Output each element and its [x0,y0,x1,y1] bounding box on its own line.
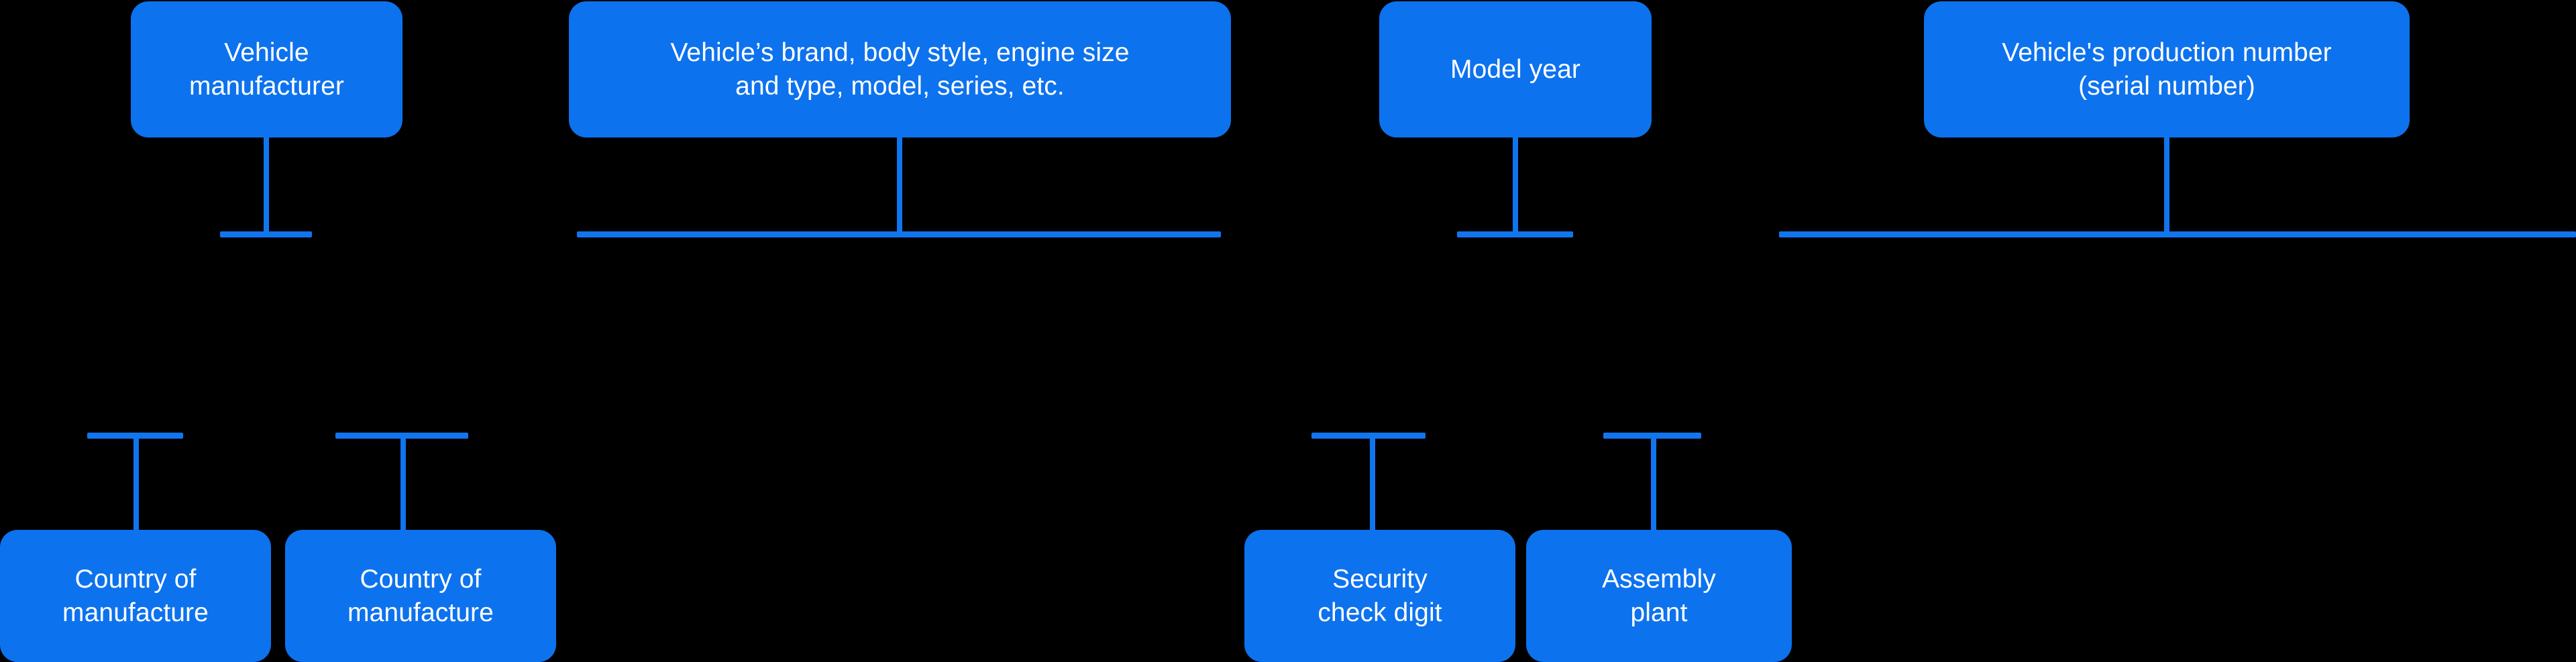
connector-stem-vehicle-attributes [897,137,902,237]
connector-rail-production-number [1779,231,2576,237]
connector-stem-vehicle-manufacturer [264,137,269,237]
node-model-year[interactable]: Model year [1379,1,1652,137]
node-vehicle-manufacturer[interactable]: Vehicle manufacturer [131,1,402,137]
node-country-of-manufacture-2[interactable]: Country of manufacture [285,530,556,662]
connector-stem-assembly-plant [1651,433,1656,530]
connector-stem-country-of-manufacture-2 [400,433,406,530]
connector-rail-vehicle-attributes [577,231,1221,237]
node-assembly-plant[interactable]: Assembly plant [1526,530,1792,662]
node-vehicle-attributes[interactable]: Vehicle’s brand, body style, engine size… [569,1,1231,137]
node-production-number[interactable]: Vehicle's production number (serial numb… [1924,1,2410,137]
node-country-of-manufacture-1[interactable]: Country of manufacture [0,530,271,662]
connector-stem-security-check-digit [1370,433,1375,530]
connector-stem-production-number [2164,137,2169,237]
connector-stem-model-year [1513,137,1518,237]
connector-stem-country-of-manufacture-1 [133,433,139,530]
connector-rail-model-year [1457,231,1573,237]
node-security-check-digit[interactable]: Security check digit [1244,530,1515,662]
connector-rail-security-check-digit [1311,433,1426,439]
connector-rail-vehicle-manufacturer [220,231,312,237]
